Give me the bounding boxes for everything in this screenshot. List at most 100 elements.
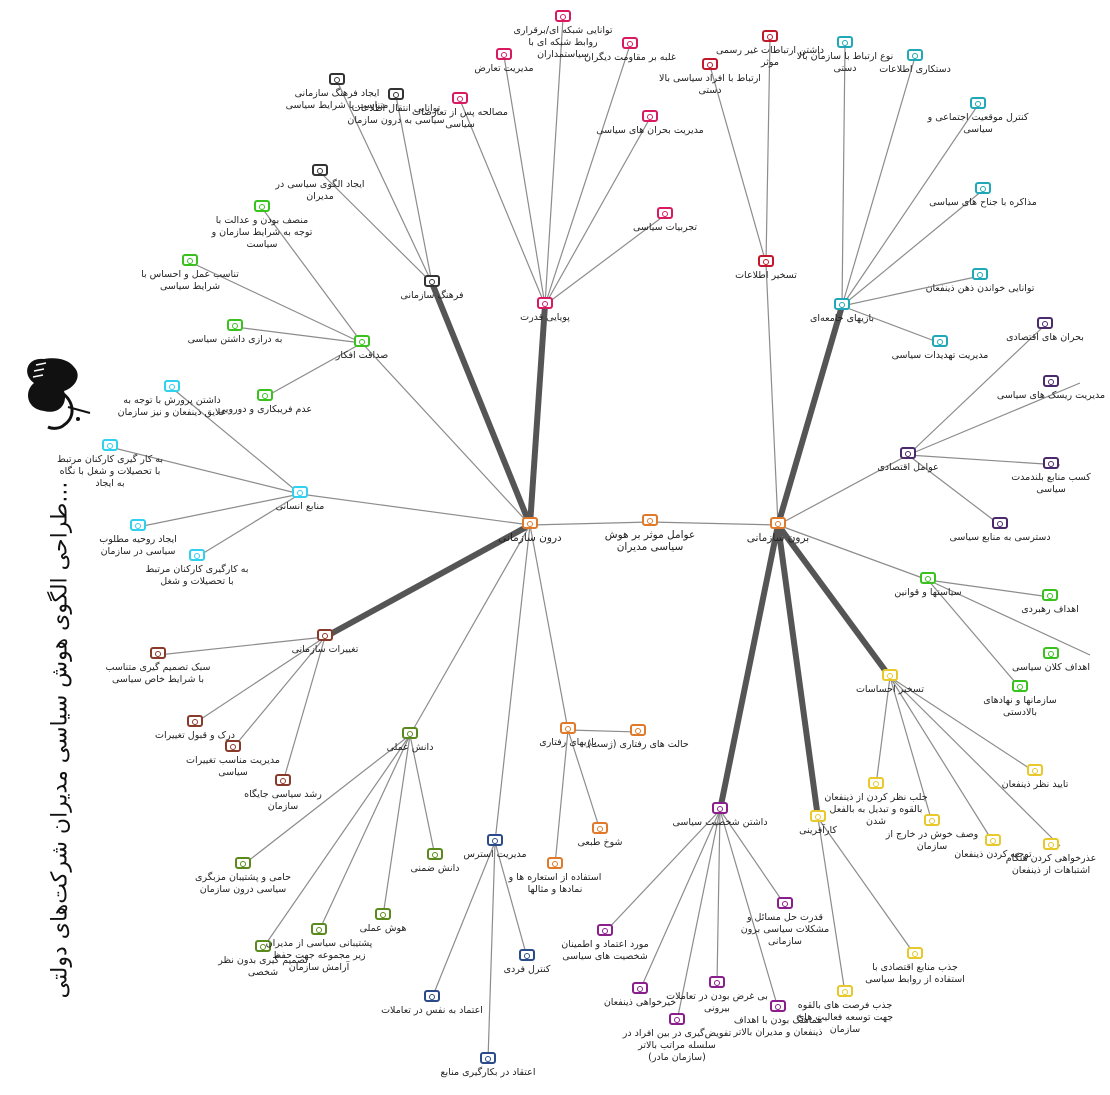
node-cha5[interactable]: هماهنگ بودن با اهداف ذینفعان و مدیران با… (723, 1000, 833, 1039)
node-fai2[interactable]: تناسب عمل و احساس با شرایط سیاسی (135, 254, 245, 293)
node-pow3[interactable]: مدیریت تعارض (449, 48, 559, 75)
node-hr[interactable]: منابع انسانی (245, 486, 355, 513)
node-hr1[interactable]: داشتن پرورش با توجه به علایق ذینفعان و ن… (117, 380, 227, 419)
node-inf1[interactable]: ارتباط با افراد سیاسی بالا دستی (655, 58, 765, 97)
node-label: حالت های رفتاری (ژست) (587, 739, 689, 750)
node-cul1[interactable]: ایجاد فرهنگ سازمانی متناسب با شرایط سیاس… (282, 73, 392, 112)
node-hr2[interactable]: به کار گیری کارکنان مرتبط با تحصیلات و ش… (55, 439, 165, 490)
edge-culture-cul3 (319, 171, 433, 284)
node-label: جذب فرصت های بالقوه جهت توسعه فعالیت های… (796, 1000, 894, 1035)
node-change[interactable]: تغییرات سازمانی (270, 629, 380, 656)
node-society[interactable]: بازیهای جامعه‌ای (787, 298, 897, 325)
node-fai4[interactable]: عدم فریبکاری و دورویی (210, 389, 320, 416)
node-eco3[interactable]: کسب منابع بلندمدت سیاسی (996, 457, 1106, 496)
node-pow6[interactable]: تجربیات سیاسی (610, 207, 720, 234)
node-laws[interactable]: سیاستها و قوانین (873, 572, 983, 599)
edge-society-soc5 (841, 275, 981, 307)
node-label: پویایی قدرت (520, 312, 570, 323)
topic-icon (424, 275, 440, 287)
node-outer[interactable]: برون سازمانی (723, 517, 833, 544)
node-chg2[interactable]: درک و قبول تغییرات (140, 715, 250, 742)
node-games[interactable]: بازیهای رفتاری (513, 722, 623, 749)
node-eco4[interactable]: دسترسی به منابع سیاسی (945, 517, 1055, 544)
node-know[interactable]: دانش عملی (355, 727, 465, 754)
node-soc2[interactable]: دستکاری اطلاعات (860, 49, 970, 76)
node-charisma[interactable]: داشتن شخصیت سیاسی (665, 802, 775, 829)
node-emo5[interactable]: عذرخواهی کردن هنگام اشتباهات از ذینفعان (996, 838, 1106, 877)
node-law2[interactable]: اهداف کلان سیاسی (996, 647, 1106, 674)
node-culture[interactable]: فرهنگ سازمانی (377, 275, 487, 302)
node-emo3[interactable]: وصف خوش در خارج از سازمان (877, 814, 987, 853)
node-econ[interactable]: عوامل اقتصادی (853, 447, 963, 474)
node-gam1[interactable]: حالت های رفتاری (ژست) (583, 724, 693, 751)
node-cha6[interactable]: قدرت حل مسائل و مشکلات سیاسی برون سازمان… (730, 897, 840, 948)
node-cul3[interactable]: ایجاد الگوی سیاسی در مدیران (265, 164, 375, 203)
node-chg1[interactable]: سبک تصمیم گیری متناسب با شرایط خاص سیاسی (103, 647, 213, 686)
node-label: استفاده از استعاره ها و نمادها و مثالها (508, 872, 602, 895)
title-text: طراحی الگوی هوش سیاسی مدیران شرکت‌های دو… (47, 481, 73, 999)
node-kno1[interactable]: حامی و پشتیبان مزبگری سیاسی درون سازمان (188, 857, 298, 896)
node-emotion[interactable]: تسخیر احساسات (835, 669, 945, 696)
node-gam2[interactable]: شوخ طبعی (545, 822, 655, 849)
node-label: تسخیر احساسات (855, 684, 925, 695)
node-entrep[interactable]: کارآفرینی (763, 810, 873, 837)
node-label: جلب نظر کردن از ذینفعان بالقوه و تبدیل ب… (824, 792, 928, 827)
topic-icon (555, 10, 571, 22)
edge-power-pow4 (544, 44, 631, 306)
node-kno3[interactable]: پشتیبانی سیاسی از مدیران زیر مجموعه جهت … (264, 923, 374, 974)
node-inf2[interactable]: داشتن ارتباطات غیر رسمی موثر (715, 30, 825, 69)
node-soc3[interactable]: کنترل موقعیت اجتماعی و سیاسی (923, 97, 1033, 136)
node-eco2[interactable]: مدیریت ریسک های سیاسی (996, 375, 1106, 402)
node-selfm[interactable]: مدیریت استرس (440, 834, 550, 861)
edge-power-pow3 (503, 55, 546, 306)
node-cul2[interactable]: توانایی انتقال اطلاعات سیاسی به درون ساز… (341, 88, 451, 127)
node-hr4[interactable]: به کارگیری کارکنان مرتبط با تحصیلات و شغ… (142, 549, 252, 588)
topic-icon (975, 182, 991, 194)
node-fairness[interactable]: صداقت افکار (307, 335, 417, 362)
node-sel3[interactable]: کنترل فردی (472, 949, 582, 976)
node-law1[interactable]: اهداف رهبردی (995, 589, 1105, 616)
node-ent2[interactable]: جذب فرصت های بالقوه جهت توسعه فعالیت های… (790, 985, 900, 1036)
node-label: سیاستها و قوانین (894, 587, 962, 598)
topic-icon (972, 268, 988, 280)
node-pow4[interactable]: غلبه بر مقاومت دیگران (575, 37, 685, 64)
node-inner[interactable]: درون سازمانی (475, 517, 585, 544)
node-law3[interactable]: سازمانها و نهادهای بالادستی (965, 680, 1075, 719)
node-ent1[interactable]: جذب منابع اقتصادی با استفاده از روابط سی… (860, 947, 970, 986)
topic-icon (810, 810, 826, 822)
node-gam3[interactable]: استفاده از استعاره ها و نمادها و مثالها (500, 857, 610, 896)
node-label: اهداف رهبردی (1021, 604, 1079, 615)
node-kno4[interactable]: هوش عملی (328, 908, 438, 935)
node-chg3[interactable]: مدیریت مناسب تغییرات سیاسی (178, 740, 288, 779)
node-sel1[interactable]: اعتماد به نفس در تعاملات (377, 990, 487, 1017)
node-kno2[interactable]: تصمیم گیری بدون نظر شخصی (208, 940, 318, 979)
node-pow1[interactable]: توانایی شبکه ای/برقراری روابط شبکه ای با… (508, 10, 618, 61)
node-soc6[interactable]: مدیریت تهدیدات سیاسی (885, 335, 995, 362)
node-cha3[interactable]: تفویض‌گیری در بین افراد در سلسله مراتب ب… (622, 1013, 732, 1064)
node-power[interactable]: پویایی قدرت (490, 297, 600, 324)
node-pow5[interactable]: مدیریت بحران های سیاسی (595, 110, 705, 137)
node-soc1[interactable]: نوع ارتباط با سازمان بالا دستی (790, 36, 900, 75)
node-hr3[interactable]: ایجاد روحیه مطلوب سیاسی در سازمان (83, 519, 193, 558)
node-pow2[interactable]: مصالحه پس از تعارضات سیاسی (405, 92, 515, 131)
node-info[interactable]: تسخیر اطلاعات (711, 255, 821, 282)
node-soc5[interactable]: توانایی خواندن ذهن ذینفعان (925, 268, 1035, 295)
node-cha1[interactable]: مورد اعتماد و اطمینان شخصیت های سیاسی (550, 924, 660, 963)
node-kno5[interactable]: دانش ضمنی (380, 848, 490, 875)
node-cha4[interactable]: بی غرض بودن در تعاملات بیرونی (662, 976, 772, 1015)
topic-icon (622, 37, 638, 49)
node-fai1[interactable]: منصف بودن و عدالت با توجه به شرایط سازما… (207, 200, 317, 251)
node-eco1[interactable]: بحران های اقتصادی (990, 317, 1100, 344)
node-emo2[interactable]: جلب نظر کردن از ذینفعان بالقوه و تبدیل ب… (821, 777, 931, 828)
edge-society-soc1 (841, 43, 846, 307)
node-emo1[interactable]: تایید نظر ذینفعان (980, 764, 1090, 791)
node-fai3[interactable]: به درازی داشتن سیاسی (180, 319, 290, 346)
node-label: کارآفرینی (799, 825, 837, 836)
node-emo4[interactable]: توجیه کردن ذینفعان (938, 834, 1048, 861)
node-soc4[interactable]: مذاکره با جناح های سیاسی (928, 182, 1038, 209)
node-sel2[interactable]: اعتقاد در بکارگیری منابع (433, 1052, 543, 1079)
node-cha2[interactable]: خیرخواهی ذینفعان (585, 982, 695, 1009)
node-chg4[interactable]: رشد سیاسی جایگاه سازمان (228, 774, 338, 813)
node-center[interactable]: عوامل موثر بر هوش سیاسی مدیران (595, 514, 705, 553)
